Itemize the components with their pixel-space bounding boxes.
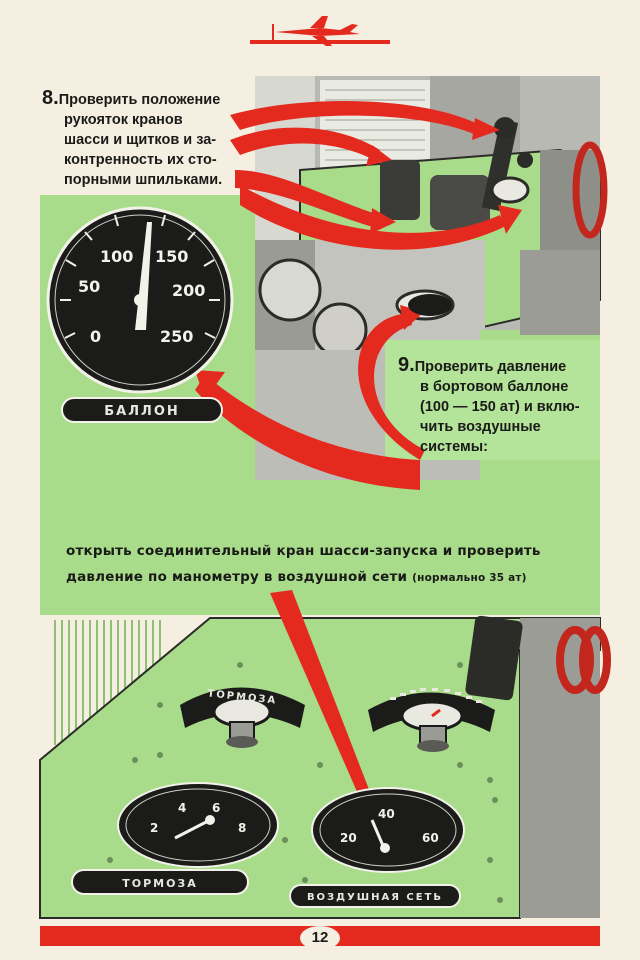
step-9-line: в бортовом баллоне (420, 379, 569, 395)
step-9-line: системы: (420, 439, 488, 455)
step-9-text: 9.Проверить давление в бортовом баллоне … (398, 355, 598, 457)
balloon-tick-200: 200 (172, 281, 205, 300)
instruction-caption: открыть соединительный кран шасси-запуск… (66, 538, 600, 591)
balloon-tick-250: 250 (160, 327, 193, 346)
balloon-tick-100: 100 (100, 247, 133, 266)
page-number: 12 (311, 929, 329, 946)
step-9-line: Проверить давление (414, 359, 567, 375)
air-plate-label: ВОЗДУШНАЯ СЕТЬ (307, 892, 443, 903)
air-tick-20: 20 (340, 831, 357, 845)
step-8-line: рукояток кранов (64, 112, 183, 128)
step-8-line: порными шпильками. (64, 172, 223, 188)
step-8-line: Проверить положение (58, 92, 221, 108)
caption-line-1: открыть соединительный кран шасси-запуск… (66, 543, 541, 559)
step-8-line: шасси и щитков и за- (64, 132, 217, 148)
air-tick-60: 60 (422, 831, 439, 845)
brakes-valve-label: ТОРМОЗА (207, 688, 278, 706)
step-9-number: 9. (398, 354, 415, 376)
balloon-tick-50: 50 (78, 277, 100, 296)
air-tick-40: 40 (378, 807, 395, 821)
brakes-tick-2: 2 (150, 821, 158, 835)
brakes-tick-4: 4 (178, 801, 186, 815)
airplane-logo-icon (250, 16, 390, 46)
step-9-line: (100 — 150 ат) и вклю- (420, 399, 580, 415)
step-8-number: 8. (42, 87, 59, 109)
step-8-text: 8.Проверить положение рукояток кранов ша… (42, 88, 257, 190)
step-8-line: контренность их сто- (64, 152, 217, 168)
brakes-tick-8: 8 (238, 821, 246, 835)
brakes-tick-6: 6 (212, 801, 220, 815)
brakes-plate-label: ТОРМОЗА (122, 877, 198, 890)
caption-line-2: давление по манометру в воздушной сети (66, 569, 408, 585)
caption-note: (нормально 35 ат) (412, 572, 527, 584)
balloon-tick-150: 150 (155, 247, 188, 266)
balloon-tick-0: 0 (90, 327, 101, 346)
balloon-plate-label: БАЛЛОН (104, 404, 180, 419)
step-9-line: чить воздушные (420, 419, 541, 435)
